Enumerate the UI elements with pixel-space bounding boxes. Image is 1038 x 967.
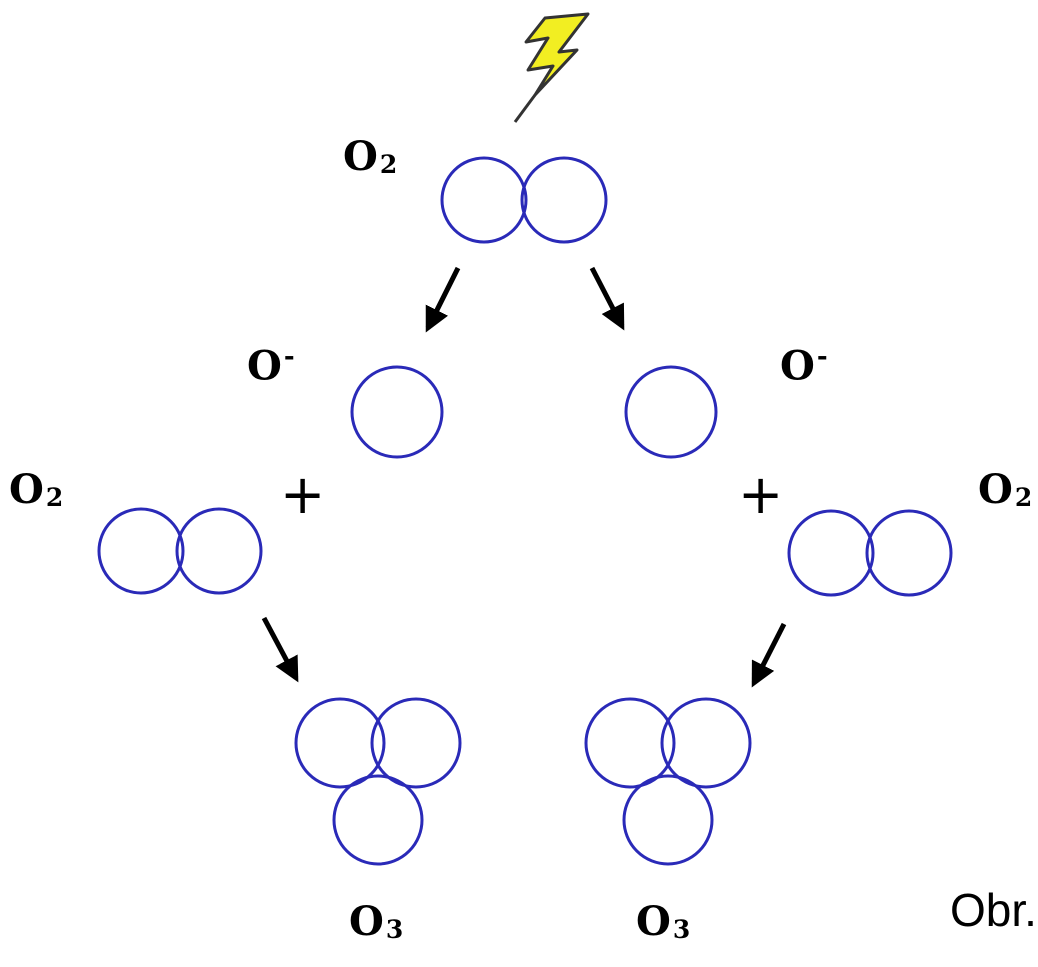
molecule-o2-right [787, 509, 953, 597]
molecule-o2-left [97, 507, 263, 595]
oxygen-atom [294, 697, 386, 789]
molecule-o3-right [584, 697, 752, 866]
plus-sign-right: + [738, 463, 784, 526]
label-o-right: O- [780, 342, 828, 390]
oxygen-atom [622, 774, 714, 866]
arrow-split-right [589, 266, 625, 331]
oxygen-atom [520, 156, 608, 244]
lightning-bolt-icon [513, 12, 590, 123]
label-o3-left: O3 [349, 898, 404, 945]
oxygen-atom [97, 507, 185, 595]
oxygen-atom [440, 156, 528, 244]
label-o3-right: O3 [636, 898, 691, 945]
molecule-o2-top [440, 156, 608, 244]
oxygen-atom [787, 509, 875, 597]
arrow-split-left [425, 266, 461, 333]
oxygen-atom-left [350, 365, 444, 459]
oxygen-atom [865, 509, 953, 597]
label-o2-top: O2 [343, 133, 398, 180]
oxygen-atom [660, 697, 752, 789]
figure-caption: Obr. [950, 884, 1037, 936]
oxygen-atom [584, 697, 676, 789]
label-o-left: O- [247, 342, 295, 390]
molecule-o3-left [294, 697, 462, 866]
plus-sign-left: + [280, 463, 326, 526]
arrow-combine-right [751, 622, 787, 688]
label-o2-right: O2 [978, 466, 1033, 513]
oxygen-atom [332, 774, 424, 866]
oxygen-atom-right [624, 365, 718, 459]
arrow-combine-left [261, 616, 299, 683]
oxygen-atom [370, 697, 462, 789]
oxygen-atom [175, 507, 263, 595]
label-o2-left: O2 [9, 466, 64, 513]
